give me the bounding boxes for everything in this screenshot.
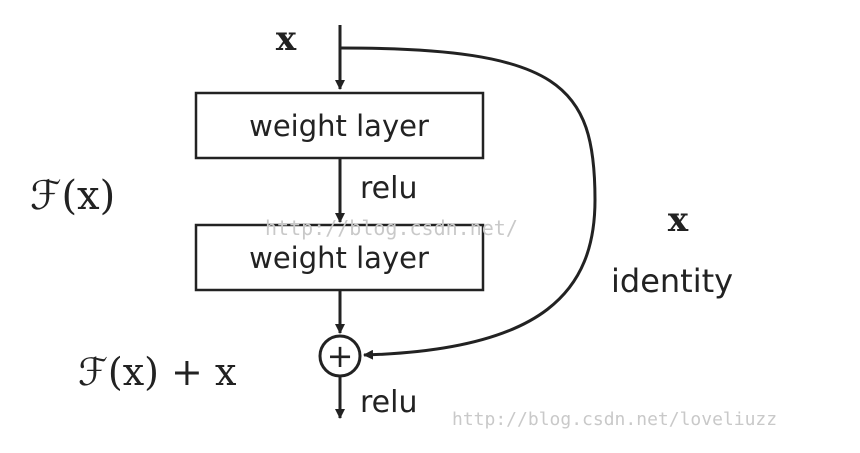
input-x-label: x: [276, 19, 297, 59]
weight-layer-block-1: [194, 91, 485, 160]
weight-layer-1-label: weight layer: [249, 109, 429, 143]
identity-skip-arrow: [339, 46, 597, 360]
watermark-center: http://blog.csdn.net/: [265, 216, 518, 240]
identity-label: identity: [611, 262, 733, 300]
relu-mid-label: relu: [360, 171, 417, 206]
identity-x-label: x: [668, 200, 689, 240]
weight-layer-2-label: weight layer: [249, 241, 429, 275]
watermark-bottom: http://blog.csdn.net/loveliuzz: [452, 409, 777, 430]
weight-layer-block-2: [194, 223, 485, 292]
adder-plus-symbol: +: [327, 337, 354, 375]
adder-circle: [318, 334, 362, 378]
residual-function-label: ℱ(x): [30, 173, 115, 219]
sum-label: ℱ(x) + x: [78, 350, 236, 394]
relu-out-label: relu: [360, 385, 417, 420]
